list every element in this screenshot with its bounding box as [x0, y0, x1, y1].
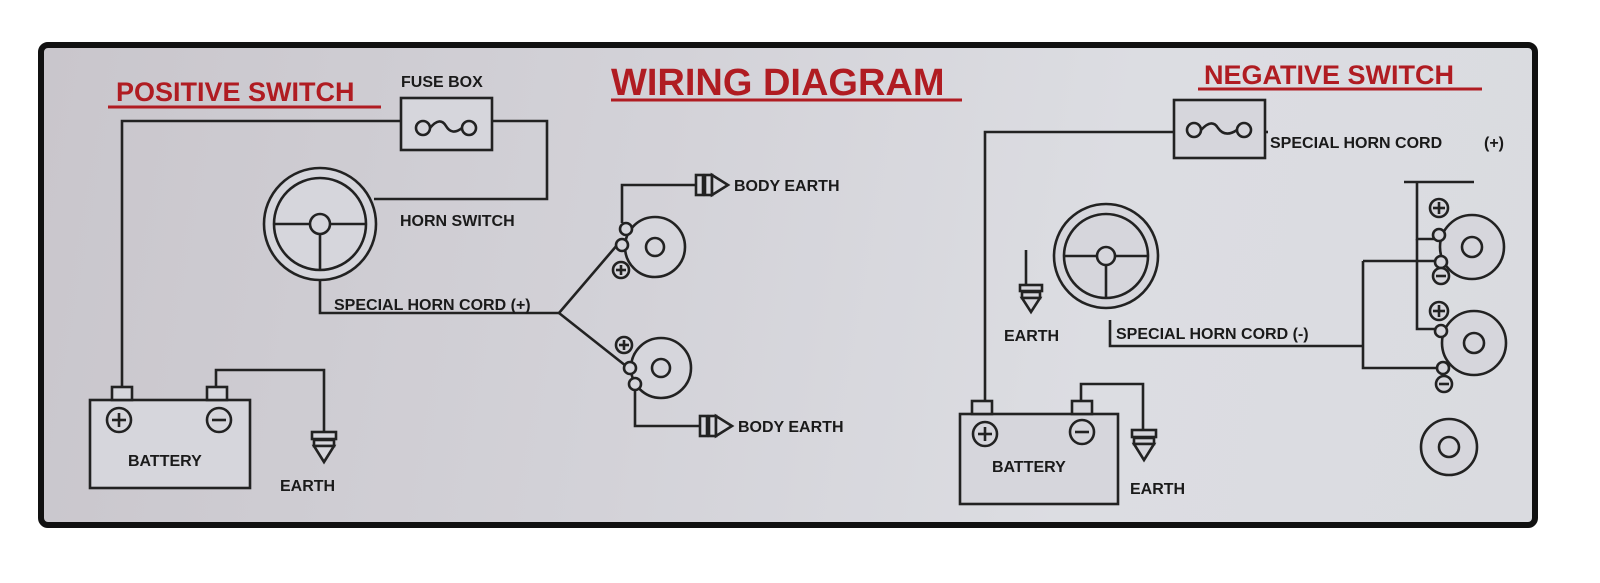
wire-neg-battery-to-fuse — [983, 130, 1174, 405]
wire-neg-minus-trunk — [1361, 261, 1440, 370]
neg-plus-mark: (+) — [1484, 135, 1504, 152]
horn-icon — [622, 336, 693, 400]
plus-terminal-icon — [1428, 300, 1450, 322]
main-title: WIRING DIAGRAM — [611, 62, 945, 104]
horn-icon — [1431, 213, 1506, 281]
wire-cord-branch-top — [558, 243, 619, 314]
plus-terminal-icon — [611, 260, 631, 280]
negative-heading: NEGATIVE SWITCH — [1204, 60, 1454, 90]
steering-wheel-icon — [262, 166, 378, 282]
wire-horn-top-earth — [620, 183, 696, 223]
wiring-diagram-panel: WIRING DIAGRAM POSITIVE SWITCH NEGATIVE … — [38, 42, 1538, 528]
positive-heading: POSITIVE SWITCH — [116, 77, 355, 107]
fuse-icon — [399, 96, 494, 152]
earth-symbol-icon — [310, 430, 338, 465]
wire-neg-plus-horn2 — [1415, 239, 1436, 331]
horn-icon — [1433, 309, 1508, 377]
plus-terminal-icon — [1428, 197, 1450, 219]
positive-earth-label: EARTH — [280, 478, 335, 495]
fuse-icon — [1172, 98, 1267, 160]
earth-symbol-icon — [1018, 283, 1044, 315]
neg-battery-earth-label: EARTH — [1130, 481, 1185, 498]
diagram-canvas: WIRING DIAGRAM POSITIVE SWITCH NEGATIVE … — [88, 60, 1508, 506]
wire-cord-branch-bottom — [558, 311, 627, 368]
battery-icon — [958, 399, 1120, 506]
body-earth-icon — [694, 172, 731, 198]
minus-terminal-icon — [1434, 374, 1454, 394]
earth-symbol-icon — [1130, 428, 1158, 463]
neg-cord-label: SPECIAL HORN CORD (-) — [1116, 326, 1309, 343]
horn-icon — [1419, 417, 1479, 477]
steering-wheel-icon — [1052, 202, 1160, 310]
wire-fuse-to-switch — [374, 119, 549, 201]
neg-cord-pos-label: SPECIAL HORN CORD — [1270, 135, 1442, 152]
wire-battery-to-earth — [214, 368, 326, 432]
battery-icon — [88, 385, 252, 490]
body-earth-bottom-label: BODY EARTH — [738, 419, 844, 436]
positive-battery-label: BATTERY — [128, 453, 202, 470]
minus-terminal-icon — [1431, 266, 1451, 286]
wire-horn-bottom-earth — [633, 390, 700, 428]
body-earth-icon — [698, 413, 735, 439]
body-earth-top-label: BODY EARTH — [734, 178, 840, 195]
neg-battery-label: BATTERY — [992, 459, 1066, 476]
wire-battery-to-fuse — [120, 119, 401, 386]
wire-switch-cord — [318, 271, 559, 315]
wire-neg-cord — [1108, 320, 1363, 348]
fuse-box-label: FUSE BOX — [401, 74, 483, 91]
plus-terminal-icon — [614, 335, 634, 355]
neg-switch-earth-label: EARTH — [1004, 328, 1059, 345]
horn-icon — [614, 215, 687, 279]
wire-neg-battery-earth — [1079, 382, 1145, 430]
horn-switch-label: HORN SWITCH — [400, 213, 515, 230]
positive-cord-label: SPECIAL HORN CORD (+) — [334, 297, 531, 314]
